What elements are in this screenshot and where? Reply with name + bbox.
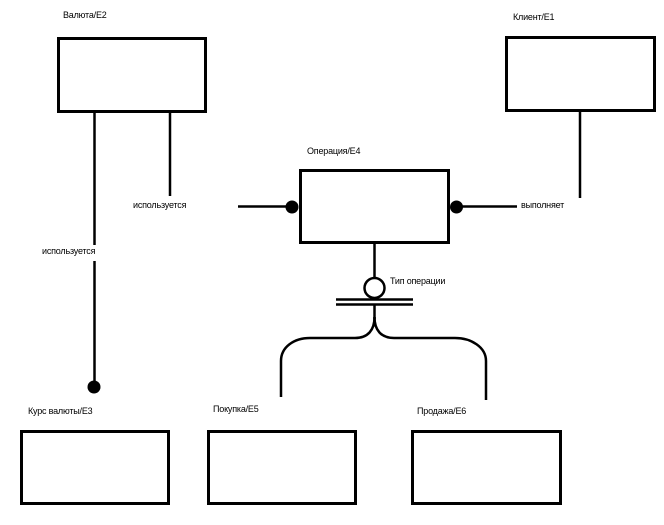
relationship-label-ispolzuetsya-operaciya: используется xyxy=(131,200,189,211)
relationship-label-vypolnyaet: выполняет xyxy=(519,200,567,211)
category-circle xyxy=(363,276,386,300)
entity-box-kurs-valyuty xyxy=(20,430,170,505)
anchor-dot-kurs xyxy=(87,380,101,394)
entity-box-operaciya xyxy=(299,169,450,244)
entity-label-prodazha: Продажа/E6 xyxy=(415,406,469,417)
entity-box-klient xyxy=(505,36,656,112)
entity-label-kurs-valyuty: Курс валюты/E3 xyxy=(26,406,95,417)
entity-box-prodazha xyxy=(411,430,562,505)
anchor-dot-operaciya-right xyxy=(450,200,463,214)
relationship-label-ispolzuetsya-kurs: используется xyxy=(40,246,110,257)
entity-label-operaciya: Операция/E4 xyxy=(305,146,363,157)
entity-label-klient: Клиент/E1 xyxy=(511,12,557,23)
brace-left-arm xyxy=(279,316,376,397)
brace-right-arm xyxy=(373,316,488,400)
entity-box-valuta xyxy=(57,37,207,113)
entity-box-pokupka xyxy=(207,430,357,505)
entity-label-valuta: Валюта/E2 xyxy=(61,10,109,21)
anchor-dot-operaciya-left xyxy=(285,200,299,214)
entity-label-pokupka: Покупка/E5 xyxy=(211,404,261,415)
relationship-label-tip-operacii: Тип операции xyxy=(388,276,448,287)
